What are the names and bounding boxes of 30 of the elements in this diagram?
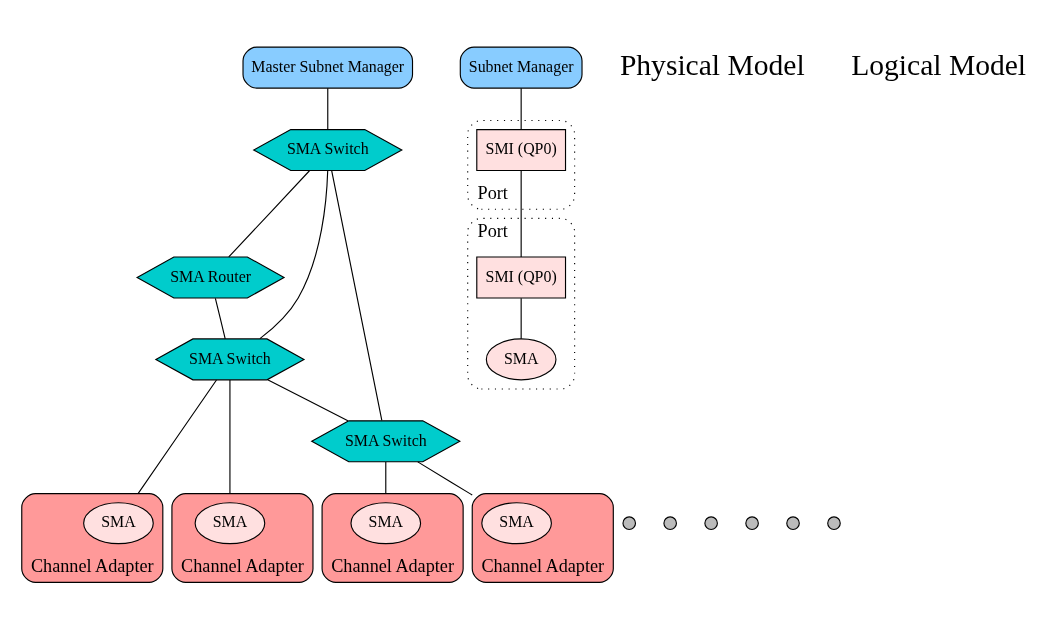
connector [229,378,231,494]
node-circle [786,515,800,530]
node-box: SMI (QP0) [476,128,567,171]
connector [520,87,522,130]
connector [417,460,473,496]
connector [267,378,349,421]
connector [259,169,329,339]
node-circle [622,515,637,530]
connector [228,169,311,257]
node-circle [827,515,841,530]
connector [385,461,387,494]
label: Logical Model [851,48,1027,81]
connector [137,378,218,494]
node-box: Subnet Manager [459,46,583,89]
connector [520,297,522,339]
node-box: SMI (QP0) [476,255,567,298]
connector [331,169,383,421]
node-ellipse: SMA [194,501,266,544]
node-ellipse: SMA [481,501,552,544]
node-box: Master Subnet Manager [242,46,414,89]
node-ellipse: SMA [350,501,422,544]
connector [520,169,522,257]
node-circle [745,515,759,530]
node-circle [704,515,718,530]
node-ellipse: SMA [485,337,557,380]
label: Physical Model [619,48,805,81]
connector [214,297,226,339]
node-ellipse: SMA [83,501,154,544]
connector [327,87,329,130]
node-circle [663,515,677,530]
